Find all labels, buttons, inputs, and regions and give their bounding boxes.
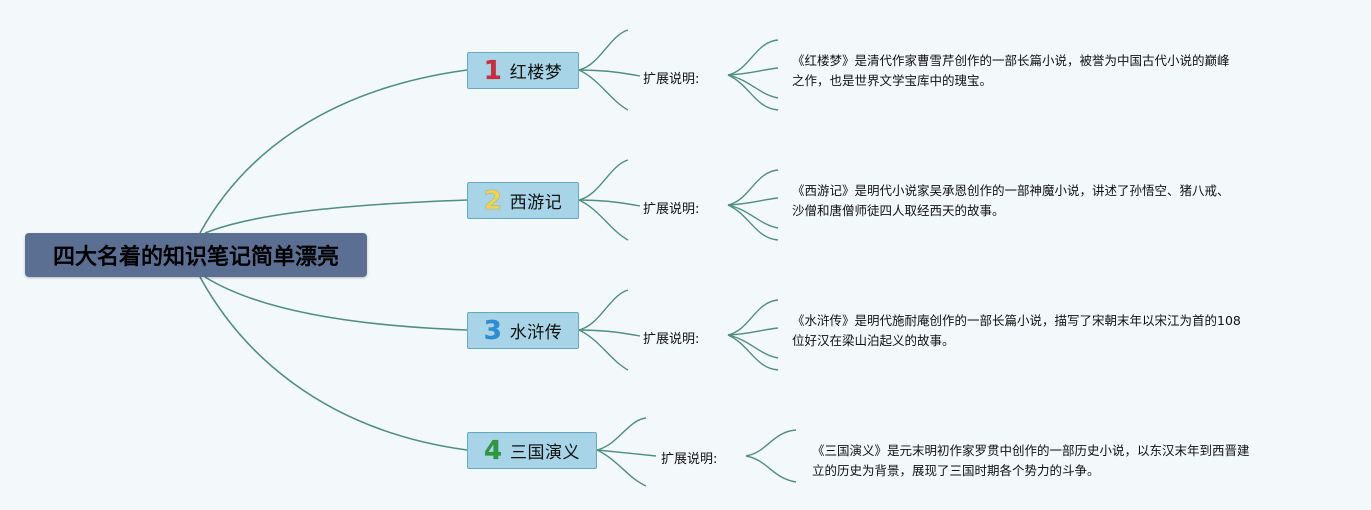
connector-root-topic-1 — [199, 69, 468, 234]
branch-2-connectors — [578, 159, 779, 241]
description-1-line-1: 《红楼梦》是清代作家曹雪芹创作的一部长篇小说，被誉为中国古代小说的巅峰 — [792, 53, 1230, 68]
topic-4[interactable]: 4 三国演义 — [467, 432, 597, 469]
number-4-icon: 4 — [483, 435, 503, 466]
connector-root-topic-3 — [204, 276, 468, 331]
topic-2-label: 西游记 — [509, 193, 563, 213]
description-4-line-2: 立的历史为背景，展现了三国时期各个势力的斗争。 — [812, 463, 1100, 478]
topic-1-label: 红楼梦 — [509, 63, 563, 83]
description-2-line-2: 沙僧和唐僧师徒四人取经西天的故事。 — [792, 203, 1005, 218]
topic-2[interactable]: 2 西游记 — [467, 182, 579, 219]
topic-1[interactable]: 1 红楼梦 — [467, 52, 579, 89]
branch-4-connectors — [596, 417, 797, 487]
description-2[interactable]: 《西游记》是明代小说家吴承恩创作的一部神魔小说，讲述了孙悟空、猪八戒、 沙僧和唐… — [792, 181, 1230, 221]
number-2-icon: 2 — [483, 185, 502, 216]
description-1[interactable]: 《红楼梦》是清代作家曹雪芹创作的一部长篇小说，被誉为中国古代小说的巅峰 之作，也… — [792, 51, 1230, 91]
connector-root-topic-4 — [199, 276, 468, 451]
description-1-line-2: 之作，也是世界文学宝库中的瑰宝。 — [792, 73, 993, 88]
subtopic-3-label[interactable]: 扩展说明: — [643, 332, 700, 347]
connector-root-topic-2 — [204, 199, 468, 234]
root-topic[interactable]: 四大名着的知识笔记简单漂亮 — [25, 233, 367, 277]
branch-3-connectors — [578, 289, 779, 371]
description-4[interactable]: 《三国演义》是元末明初作家罗贯中创作的一部历史小说，以东汉末年到西晋建 立的历史… — [812, 441, 1250, 481]
subtopic-4-label[interactable]: 扩展说明: — [661, 452, 718, 467]
description-4-line-1: 《三国演义》是元末明初作家罗贯中创作的一部历史小说，以东汉末年到西晋建 — [812, 443, 1250, 458]
branch-1-connectors — [578, 29, 779, 111]
topic-3-label: 水浒传 — [509, 323, 563, 343]
description-3-line-1: 《水浒传》是明代施耐庵创作的一部长篇小说，描写了宋朝末年以宋江为首的108 — [792, 313, 1241, 328]
description-2-line-1: 《西游记》是明代小说家吴承恩创作的一部神魔小说，讲述了孙悟空、猪八戒、 — [792, 183, 1230, 198]
number-3-icon: 3 — [483, 315, 502, 346]
description-3-line-2: 位好汉在梁山泊起义的故事。 — [792, 333, 955, 348]
number-1-icon: 1 — [483, 55, 502, 86]
description-3[interactable]: 《水浒传》是明代施耐庵创作的一部长篇小说，描写了宋朝末年以宋江为首的108 位好… — [792, 311, 1241, 351]
subtopic-1-label[interactable]: 扩展说明: — [643, 72, 700, 87]
topic-4-label: 三国演义 — [510, 443, 581, 463]
subtopic-2-label[interactable]: 扩展说明: — [643, 202, 700, 217]
topic-3[interactable]: 3 水浒传 — [467, 312, 579, 349]
root-title: 四大名着的知识笔记简单漂亮 — [52, 245, 339, 270]
